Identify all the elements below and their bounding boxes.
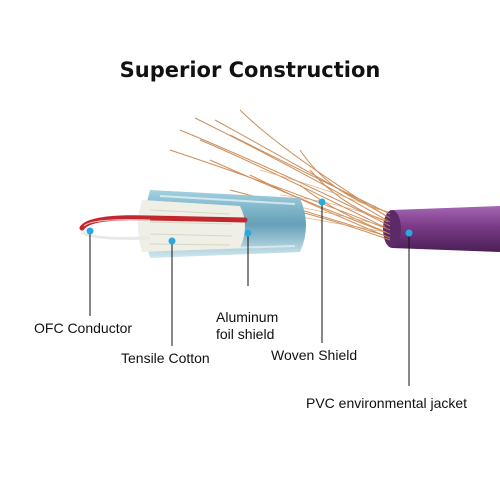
label-tensile-cotton: Tensile Cotton: [121, 350, 210, 366]
label-pvc-jacket: PVC environmental jacket: [306, 395, 468, 411]
label-aluminum-foil-shield: Aluminum foil shield: [216, 309, 278, 343]
pointer-dots: [86, 198, 413, 245]
label-aluminum-foil-line1: Aluminum: [216, 309, 279, 325]
pointer-dot-ofc: [86, 227, 94, 235]
ofc-conductor: [79, 215, 248, 240]
pointer-dot-jacket: [405, 229, 413, 237]
label-woven-shield: Woven Shield: [271, 347, 358, 363]
pointer-dot-cotton: [168, 237, 176, 245]
pointer-dot-woven: [318, 198, 326, 206]
tensile-cotton: [138, 200, 245, 252]
pvc-jacket: [383, 206, 500, 252]
diagram-title: Superior Construction: [119, 58, 381, 82]
label-aluminum-foil-line2: foil shield: [216, 326, 275, 342]
pointer-lines: [89, 202, 410, 386]
label-ofc-conductor: OFC Conductor: [34, 320, 133, 336]
pointer-dot-foil: [244, 229, 252, 237]
